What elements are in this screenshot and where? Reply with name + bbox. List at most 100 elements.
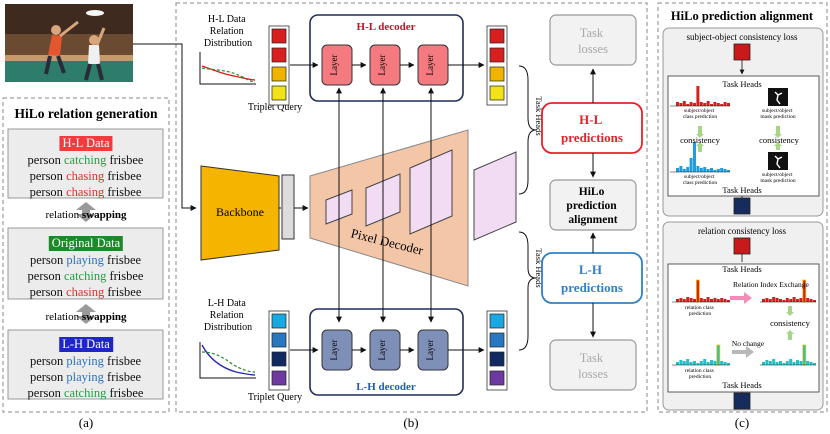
histogram-bar: [706, 169, 710, 172]
hl-dist-label: H-L Data Relation Distribution: [204, 14, 252, 49]
lh-brace: [518, 231, 537, 351]
triplet-verb: playing: [66, 253, 104, 267]
histogram-bar: [686, 297, 690, 302]
histogram-bar: [720, 168, 724, 172]
triplet-verb: chasing: [66, 285, 105, 299]
triplet-verb: catching: [63, 153, 107, 167]
rel-task-heads-top: Task Heads: [722, 264, 761, 274]
triplet-verb: playing: [66, 354, 104, 368]
caption-c: (c): [735, 415, 749, 430]
histogram-bar: [799, 361, 803, 365]
no-change-label: No change: [732, 339, 765, 348]
query-token: [489, 351, 505, 367]
histogram-bar: [713, 298, 717, 302]
swap-arrow-1: [76, 202, 96, 222]
histogram-bar: [689, 298, 693, 302]
triplet-subject: person: [29, 370, 67, 384]
histogram-bar: [799, 298, 803, 302]
triplet-object: frisbee: [103, 370, 142, 384]
image-to-backbone-arrow: [133, 43, 197, 211]
query-token: [271, 47, 287, 63]
triplet-subject: person: [29, 253, 67, 267]
triplet-row: person catching frisbee: [8, 269, 163, 284]
triplet-verb: chasing: [66, 185, 105, 199]
hl-triplet-query-stack: [268, 25, 290, 106]
histogram-bar: [699, 102, 703, 106]
triplet-object: frisbee: [104, 185, 142, 199]
histogram-bar: [706, 362, 710, 365]
triplet-row: person catching frisbee: [8, 386, 163, 401]
hl-task-heads-label: Task Heads: [534, 96, 544, 135]
histogram-bar: [679, 298, 683, 302]
lh-dist-label: L-H Data Relation Distribution: [204, 298, 252, 333]
query-token: [489, 47, 505, 63]
swap-arrow-2: [76, 304, 96, 324]
histogram-bar: [689, 158, 693, 172]
histogram-bar: [682, 101, 686, 106]
histogram-bar: [796, 360, 799, 365]
swap-label-2: relation swapping: [46, 311, 127, 323]
histogram-bar: [727, 363, 730, 365]
histogram-bar: [727, 300, 730, 302]
histogram-bar: [696, 166, 700, 172]
rel-lh-unchanged-histogram: [762, 344, 816, 366]
triplet-subject: person: [27, 386, 64, 400]
relation-index-exchange-label: Relation Index Exchange: [733, 280, 809, 289]
triplet-verb: catching: [63, 386, 107, 400]
histogram-bar: [682, 361, 686, 365]
triplet-object: frisbee: [104, 285, 142, 299]
caption-a: (a): [79, 415, 93, 430]
histogram-bar: [703, 359, 707, 365]
histogram-bar: [676, 299, 679, 302]
panel-b: H-L Data Relation Distribution Triplet Q…: [133, 2, 648, 430]
histogram-bar: [686, 359, 690, 365]
histogram-bar: [716, 299, 720, 302]
histogram-bar: [679, 103, 683, 106]
histogram-bar: [789, 359, 793, 365]
so-lh-class-histogram: [676, 142, 730, 172]
lh-triplet-query-label: Triplet Query: [248, 392, 302, 403]
histogram-bar: [720, 298, 724, 302]
rel-class-pred-top-label: relation class prediction: [685, 305, 715, 317]
histogram-bar: [693, 142, 696, 172]
lh-predictions-box: [541, 252, 643, 304]
so-class-pred-top-label: subject/object class prediction: [683, 108, 718, 120]
hilo-alignment-label: HiLo prediction alignment: [566, 186, 619, 226]
so-mask-pred-top-label: subject/object mask prediction: [760, 108, 796, 120]
histogram-bar: [696, 86, 700, 106]
lh-predictions-label: L-H predictions: [561, 262, 623, 295]
histogram-bar: [689, 102, 693, 106]
histogram-bar: [723, 362, 727, 365]
triplet-row: person playing frisbee: [8, 354, 163, 369]
lh-decoder-box: [309, 308, 464, 396]
histogram-bar: [723, 299, 727, 302]
histogram-bar: [720, 361, 724, 365]
triplet-subject: person: [29, 185, 67, 199]
swap-label-1: relation swapping: [46, 209, 127, 221]
caption-b: (b): [403, 415, 418, 430]
triplet-row: person chasing frisbee: [8, 169, 163, 184]
hl-decoder-title: H-L decoder: [357, 21, 416, 33]
histogram-bar: [792, 362, 796, 365]
query-token: [489, 28, 505, 44]
histogram-bar: [806, 298, 810, 302]
rel-lh-class-histogram: [676, 344, 730, 366]
histogram-bar: [809, 299, 813, 302]
histogram-bar: [785, 298, 789, 302]
histogram-bar: [689, 362, 693, 365]
histogram-bar: [782, 300, 786, 302]
panel-c: HiLo prediction alignment subject-object…: [657, 2, 828, 430]
triplet-row: person playing frisbee: [8, 370, 163, 385]
triplet-subject: person: [29, 285, 67, 299]
group-header: H-L Data: [59, 136, 113, 151]
histogram-bar: [765, 298, 769, 302]
cross-attention-arrows: [336, 87, 434, 323]
lh-task-heads-label: Task Heads: [534, 248, 544, 287]
task-losses-top: [549, 14, 637, 66]
histogram-bar: [676, 168, 679, 172]
histogram-bar: [696, 279, 700, 303]
histogram-bar: [775, 362, 779, 365]
query-token: [271, 351, 287, 367]
